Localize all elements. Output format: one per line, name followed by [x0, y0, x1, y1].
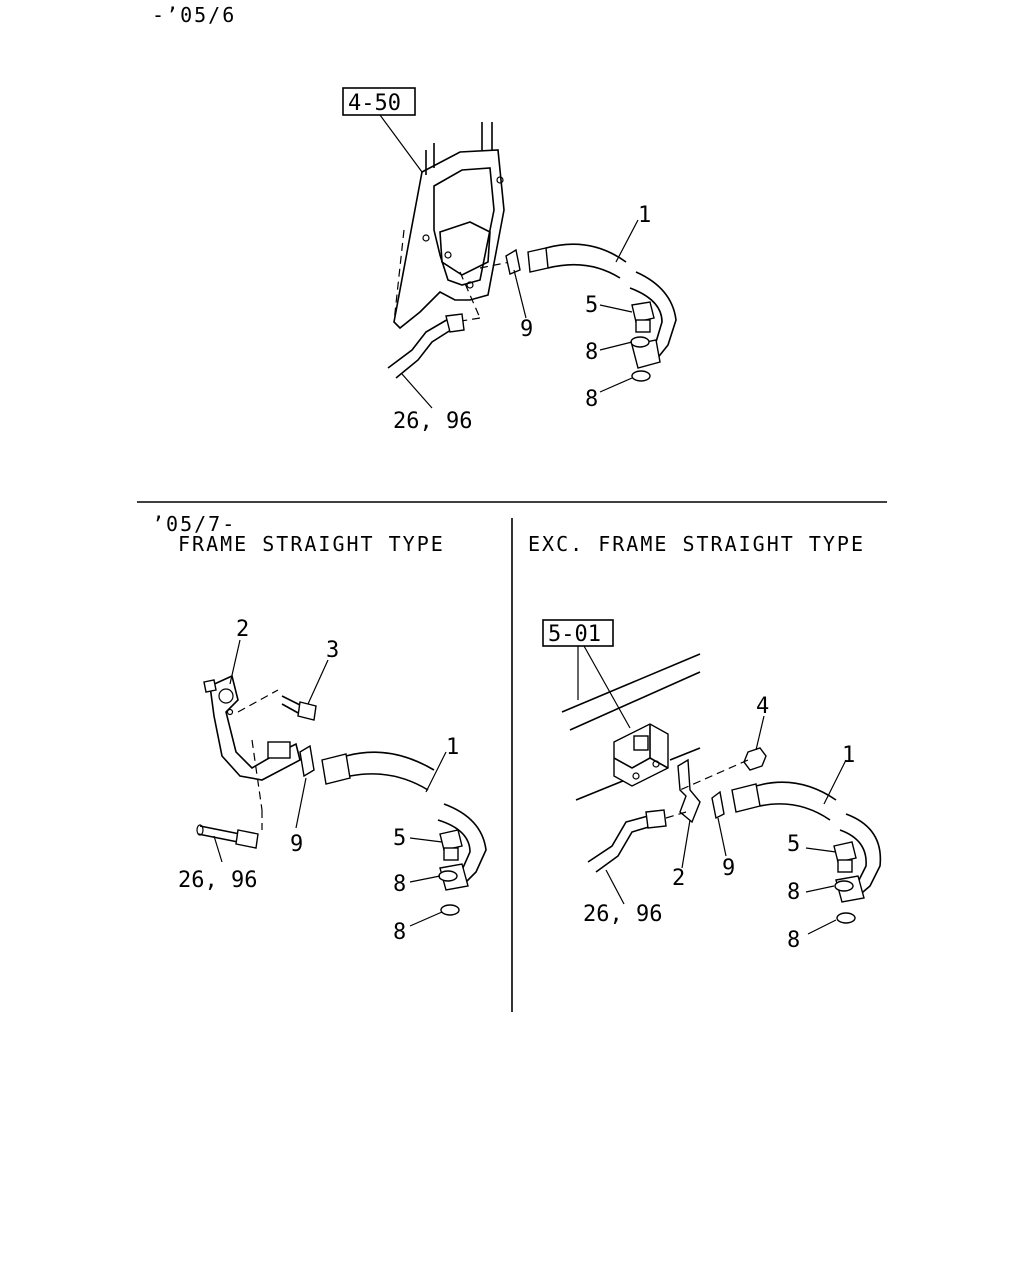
mounting-block: [613, 723, 669, 787]
top-callout-9: 9: [520, 317, 533, 342]
bolt-5: [631, 301, 655, 333]
washer-8-right-b: [836, 912, 856, 924]
hose-1-left: [321, 751, 487, 891]
bolt-3: [281, 695, 317, 721]
right-callout-4: 4: [756, 694, 769, 719]
top-callout-8b: 8: [585, 387, 598, 412]
washer-8-b: [631, 370, 651, 382]
top-ref-box: [342, 87, 416, 116]
left-type-label: FRAME STRAIGHT TYPE: [178, 532, 445, 556]
left-callout-8b: 8: [393, 920, 406, 945]
right-callout-8b: 8: [787, 928, 800, 953]
right-ref-label: 5-01: [548, 622, 601, 647]
left-section: 2 3 1 5 8 8 9 26, 96: [178, 617, 487, 945]
clip-9-left: [299, 744, 315, 778]
left-callout-8a: 8: [393, 872, 406, 897]
right-callout-26-96: 26, 96: [583, 902, 662, 927]
washer-8-right-a: [834, 880, 854, 892]
left-callout-3: 3: [326, 638, 339, 663]
top-callout-26-96: 26, 96: [393, 409, 472, 434]
bolt-5-right: [833, 841, 857, 873]
top-section: 4-50: [342, 87, 677, 434]
top-period-label: -’05/6: [152, 3, 236, 27]
washer-8-a: [630, 336, 650, 348]
pipe-26-96-right: [587, 809, 687, 873]
washer-8-left-a: [438, 870, 458, 882]
nut-4: [743, 747, 767, 771]
left-callout-26-96: 26, 96: [178, 868, 257, 893]
left-callout-5: 5: [393, 826, 406, 851]
top-ref-leader: [379, 114, 423, 173]
frame-bracket: [393, 122, 511, 330]
left-callout-2: 2: [236, 617, 249, 642]
washer-8-left-b: [440, 904, 460, 916]
top-callout-5: 5: [585, 293, 598, 318]
bracket-2-left: [203, 674, 301, 830]
left-callout-1: 1: [446, 735, 459, 760]
top-callout-8a: 8: [585, 340, 598, 365]
hose-1-right: [731, 781, 882, 903]
bottom-period-label: ’05/7-: [152, 512, 236, 536]
clip-9: [505, 248, 521, 275]
right-callout-5: 5: [787, 832, 800, 857]
right-section: 5-01: [542, 619, 882, 953]
right-type-label: EXC. FRAME STRAIGHT TYPE: [528, 532, 865, 556]
hose-1: [527, 243, 677, 369]
clip-9-right: [711, 790, 725, 820]
bolt-5-left: [439, 829, 463, 861]
bracket-2-right: [677, 758, 701, 824]
top-ref-label: 4-50: [348, 91, 401, 116]
right-callout-1: 1: [842, 743, 855, 768]
top-callout-1: 1: [638, 203, 651, 228]
right-callout-2: 2: [672, 866, 685, 891]
left-callout-9: 9: [290, 832, 303, 857]
right-callout-9: 9: [722, 856, 735, 881]
right-ref-leader-b: [583, 645, 631, 729]
right-callout-8a: 8: [787, 880, 800, 905]
pipe-26-96: [387, 313, 465, 379]
pipe-26-96-left: [196, 824, 259, 849]
